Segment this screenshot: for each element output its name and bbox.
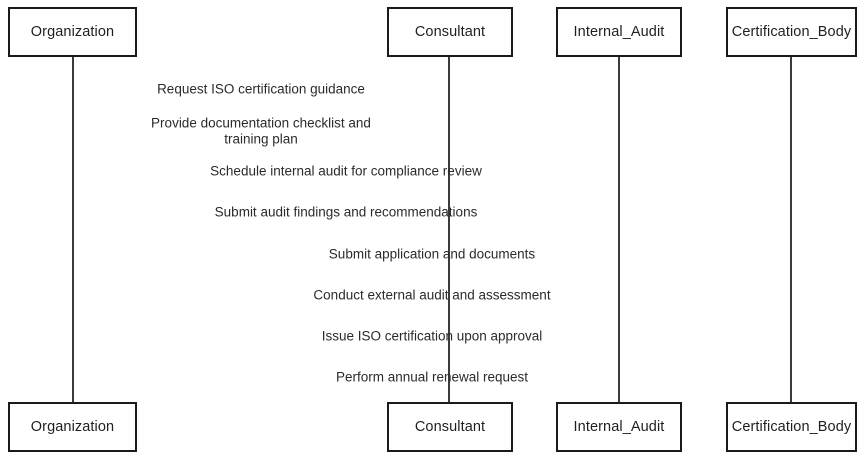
participant-box-internal-audit-bottom[interactable]: Internal_Audit [556, 402, 682, 452]
participant-box-certification-body-top[interactable]: Certification_Body [726, 7, 857, 57]
message-label-4: Submit audit findings and recommendation… [214, 204, 478, 220]
message-label-5: Submit application and documents [328, 246, 536, 262]
participant-box-certification-body-bottom[interactable]: Certification_Body [726, 402, 857, 452]
participant-label-organization-top: Organization [30, 24, 115, 40]
participant-box-organization-top[interactable]: Organization [8, 7, 137, 57]
participant-box-consultant-bottom[interactable]: Consultant [387, 402, 513, 452]
message-label-3: Schedule internal audit for compliance r… [210, 163, 482, 179]
participant-label-organization-bottom: Organization [30, 419, 115, 435]
participant-box-organization-bottom[interactable]: Organization [8, 402, 137, 452]
message-label-8: Perform annual renewal request [335, 369, 529, 385]
message-label-1: Request ISO certification guidance [157, 81, 365, 97]
participant-label-internal-audit-top: Internal_Audit [573, 24, 665, 40]
participant-label-consultant-top: Consultant [414, 24, 486, 40]
message-label-2: Provide documentation checklist and trai… [151, 115, 371, 147]
lifeline-consultant [448, 57, 450, 402]
participant-label-consultant-bottom: Consultant [414, 419, 486, 435]
participant-label-internal-audit-bottom: Internal_Audit [573, 419, 665, 435]
participant-box-internal-audit-top[interactable]: Internal_Audit [556, 7, 682, 57]
message-label-7: Issue ISO certification upon approval [321, 328, 543, 344]
participant-label-certification-body-top: Certification_Body [731, 24, 852, 40]
participant-box-consultant-top[interactable]: Consultant [387, 7, 513, 57]
lifeline-certification-body [790, 57, 792, 402]
participant-label-certification-body-bottom: Certification_Body [731, 419, 852, 435]
lifeline-organization [72, 57, 74, 402]
lifeline-internal-audit [618, 57, 620, 402]
message-label-6: Conduct external audit and assessment [313, 287, 551, 303]
